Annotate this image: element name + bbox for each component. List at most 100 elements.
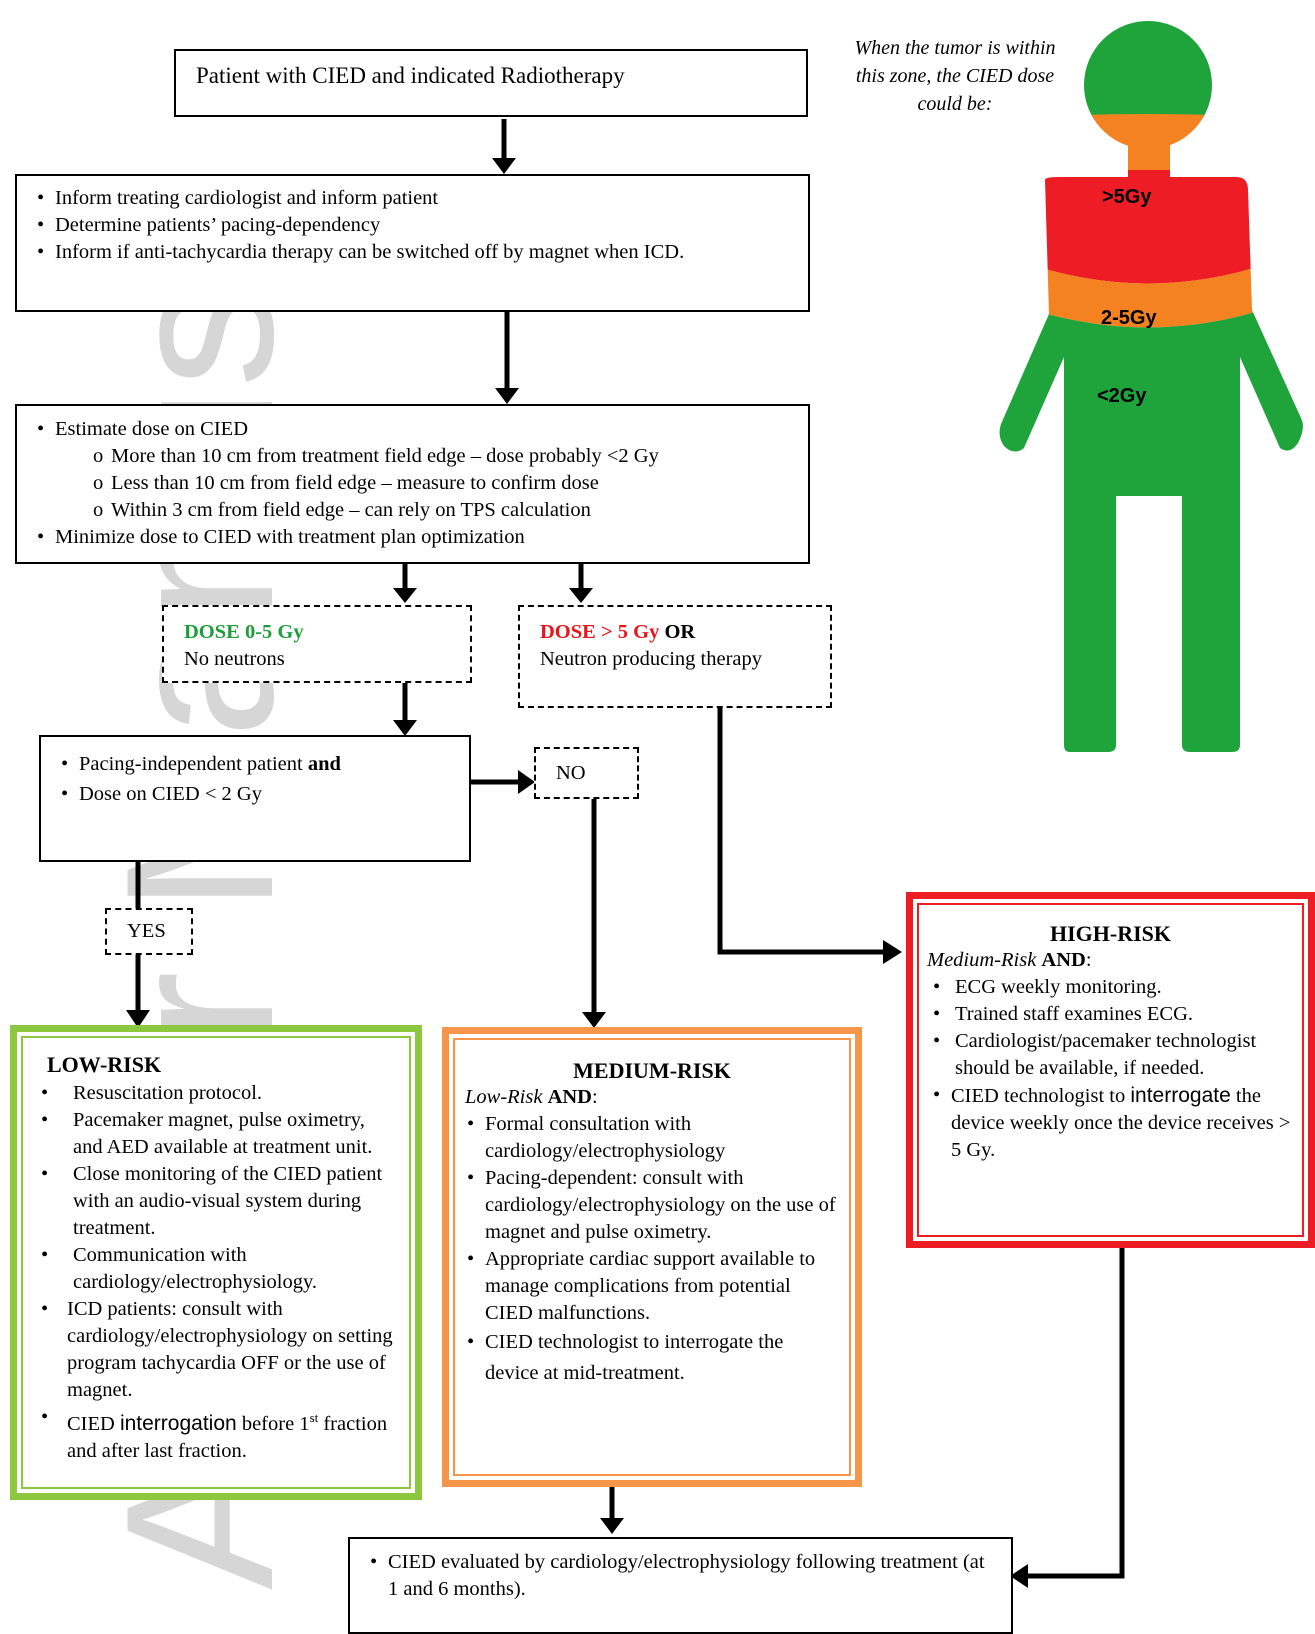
start-box-text: Patient with CIED and indicated Radiothe… <box>196 63 625 88</box>
list-item: CIED technologist to interrogate the dev… <box>931 1082 1294 1164</box>
list-item: CIED technologist to interrogate the dev… <box>465 1327 839 1389</box>
list-item: Close monitoring of the CIED patient wit… <box>39 1161 397 1242</box>
high-risk-intro-italic: Medium-Risk <box>927 949 1037 971</box>
list-item: Minimize dose to CIED with treatment pla… <box>35 524 790 551</box>
estimate-dose-list: Estimate dose on CIED More than 10 cm fr… <box>35 416 790 551</box>
medium-risk-intro-colon: : <box>592 1086 598 1108</box>
dose-high-title-line: DOSE > 5 Gy OR <box>540 619 810 646</box>
medium-risk-list: Formal consultation with cardiology/elec… <box>465 1111 839 1389</box>
low-risk-last-d: fraction and after last fraction. <box>67 1412 388 1462</box>
list-item: ECG weekly monitoring. <box>931 974 1294 1001</box>
list-item: Pacing-dependent: consult with cardiolog… <box>465 1165 839 1246</box>
arrowhead <box>883 940 902 964</box>
list-item: Cardiologist/pacemaker technologist shou… <box>931 1028 1294 1082</box>
dose-high-text: Neutron producing therapy <box>540 648 763 670</box>
estimate-dose-box: Estimate dose on CIED More than 10 cm fr… <box>15 404 810 564</box>
arrow-dose-high-to-high-risk <box>717 705 883 955</box>
dose-low-text: No neutrons <box>184 648 285 670</box>
yes-label: YES <box>127 920 166 942</box>
arrowhead <box>492 158 516 174</box>
high-risk-last-a: CIED technologist to <box>951 1085 1131 1107</box>
zone-label-high: >5Gy <box>1102 186 1152 208</box>
high-risk-intro: Medium-Risk AND: <box>927 947 1294 974</box>
high-risk-last-b: interrogate <box>1130 1084 1231 1107</box>
list-item: Pacemaker magnet, pulse oximetry, and AE… <box>39 1107 397 1161</box>
yes-label-box: YES <box>105 908 193 955</box>
low-risk-inner: LOW-RISK Resuscitation protocol. Pacemak… <box>21 1036 411 1489</box>
list-item: Determine patients’ pacing-dependency <box>35 212 790 239</box>
medium-risk-inner: MEDIUM-RISK Low-Risk AND: Formal consult… <box>453 1038 851 1476</box>
step1-list: Inform treating cardiologist and inform … <box>35 185 790 266</box>
medium-risk-title: MEDIUM-RISK <box>573 1058 731 1083</box>
medium-risk-intro-bold: AND <box>547 1086 592 1108</box>
list-item: Inform treating cardiologist and inform … <box>35 185 790 212</box>
high-risk-title: HIGH-RISK <box>1049 921 1172 946</box>
sub-list-item: More than 10 cm from treatment field edg… <box>93 443 790 470</box>
distance-sublist: More than 10 cm from treatment field edg… <box>93 443 790 524</box>
list-item: Formal consultation with cardiology/elec… <box>465 1111 839 1165</box>
low-risk-last-b: interrogation <box>119 1411 237 1435</box>
list-item: CIED evaluated by cardiology/electrophys… <box>368 1549 993 1603</box>
dose-low-title: DOSE 0-5 Gy <box>184 621 304 643</box>
list-item: Inform if anti-tachycardia therapy can b… <box>35 239 790 266</box>
zone-label-low: <2Gy <box>1097 385 1147 407</box>
high-risk-last-c: the device weekly once the device receiv… <box>951 1085 1291 1161</box>
low-risk-last-c: before 1 <box>236 1412 310 1435</box>
arrowhead <box>393 720 417 736</box>
arrowhead <box>582 1012 606 1028</box>
list-item: Resuscitation protocol. <box>39 1080 397 1107</box>
dose-high-connector: OR <box>664 621 696 643</box>
arrowhead <box>600 1518 624 1534</box>
list-item: ICD patients: consult with cardiology/el… <box>39 1296 397 1404</box>
decision-box: Pacing-independent patient and Dose on C… <box>39 735 471 862</box>
low-risk-last-a: CIED <box>67 1412 120 1435</box>
list-item: Appropriate cardiac support available to… <box>465 1246 839 1327</box>
arrowhead <box>393 588 417 603</box>
arrowhead <box>1010 1564 1028 1588</box>
red-zone <box>999 170 1303 284</box>
high-risk-intro-colon: : <box>1085 949 1092 971</box>
final-box: CIED evaluated by cardiology/electrophys… <box>348 1537 1013 1634</box>
high-risk-box: HIGH-RISK Medium-Risk AND: ECG weekly mo… <box>906 892 1315 1248</box>
medium-risk-intro: Low-Risk AND: <box>465 1084 839 1111</box>
list-item: Dose on CIED < 2 Gy <box>59 779 451 809</box>
sub-list-item: Less than 10 cm from field edge – measur… <box>93 470 790 497</box>
list-item: CIED interrogation before 1st fraction a… <box>39 1404 397 1465</box>
dose-high-box: DOSE > 5 Gy OR Neutron producing therapy <box>518 605 832 708</box>
arrow-high-risk-to-final <box>1028 1247 1125 1579</box>
decision-item1-bold: and <box>307 753 341 775</box>
no-label: NO <box>556 762 586 784</box>
high-risk-inner: HIGH-RISK Medium-Risk AND: ECG weekly mo… <box>917 903 1304 1237</box>
high-risk-list: ECG weekly monitoring. Trained staff exa… <box>931 974 1294 1164</box>
list-item: Trained staff examines ECG. <box>931 1001 1294 1028</box>
decision-list: Pacing-independent patient and Dose on C… <box>59 749 451 809</box>
orange-zone <box>999 245 1303 328</box>
estimate-dose-label: Estimate dose on CIED <box>55 418 249 440</box>
list-item: Estimate dose on CIED More than 10 cm fr… <box>35 416 790 524</box>
final-list: CIED evaluated by cardiology/electrophys… <box>368 1549 993 1603</box>
arrowhead <box>518 770 535 794</box>
dose-high-title: DOSE > 5 Gy <box>540 621 660 643</box>
low-risk-last-sup: st <box>309 1410 319 1425</box>
medium-risk-intro-italic: Low-Risk <box>465 1086 543 1108</box>
step1-box: Inform treating cardiologist and inform … <box>15 174 810 312</box>
no-label-box: NO <box>534 747 639 799</box>
medium-risk-box: MEDIUM-RISK Low-Risk AND: Formal consult… <box>442 1027 862 1487</box>
dose-low-box: DOSE 0-5 Gy No neutrons <box>162 605 472 683</box>
sub-list-item: Within 3 cm from field edge – can rely o… <box>93 497 790 524</box>
list-item: Communication with cardiology/electrophy… <box>39 1242 397 1296</box>
decision-item1: Pacing-independent patient <box>79 753 303 775</box>
start-box: Patient with CIED and indicated Radiothe… <box>174 49 808 117</box>
figure-caption: When the tumor is within this zone, the … <box>854 37 1056 115</box>
arrowhead <box>126 1010 150 1028</box>
list-item: Pacing-independent patient and <box>59 749 451 779</box>
high-risk-intro-bold: AND <box>1041 949 1086 971</box>
arrowhead <box>569 588 593 603</box>
low-risk-title: LOW-RISK <box>47 1052 162 1077</box>
low-risk-list: Resuscitation protocol. Pacemaker magnet… <box>39 1080 397 1465</box>
green-zone <box>999 290 1303 752</box>
green-zone-head <box>999 21 1303 120</box>
arrowhead <box>495 388 519 404</box>
